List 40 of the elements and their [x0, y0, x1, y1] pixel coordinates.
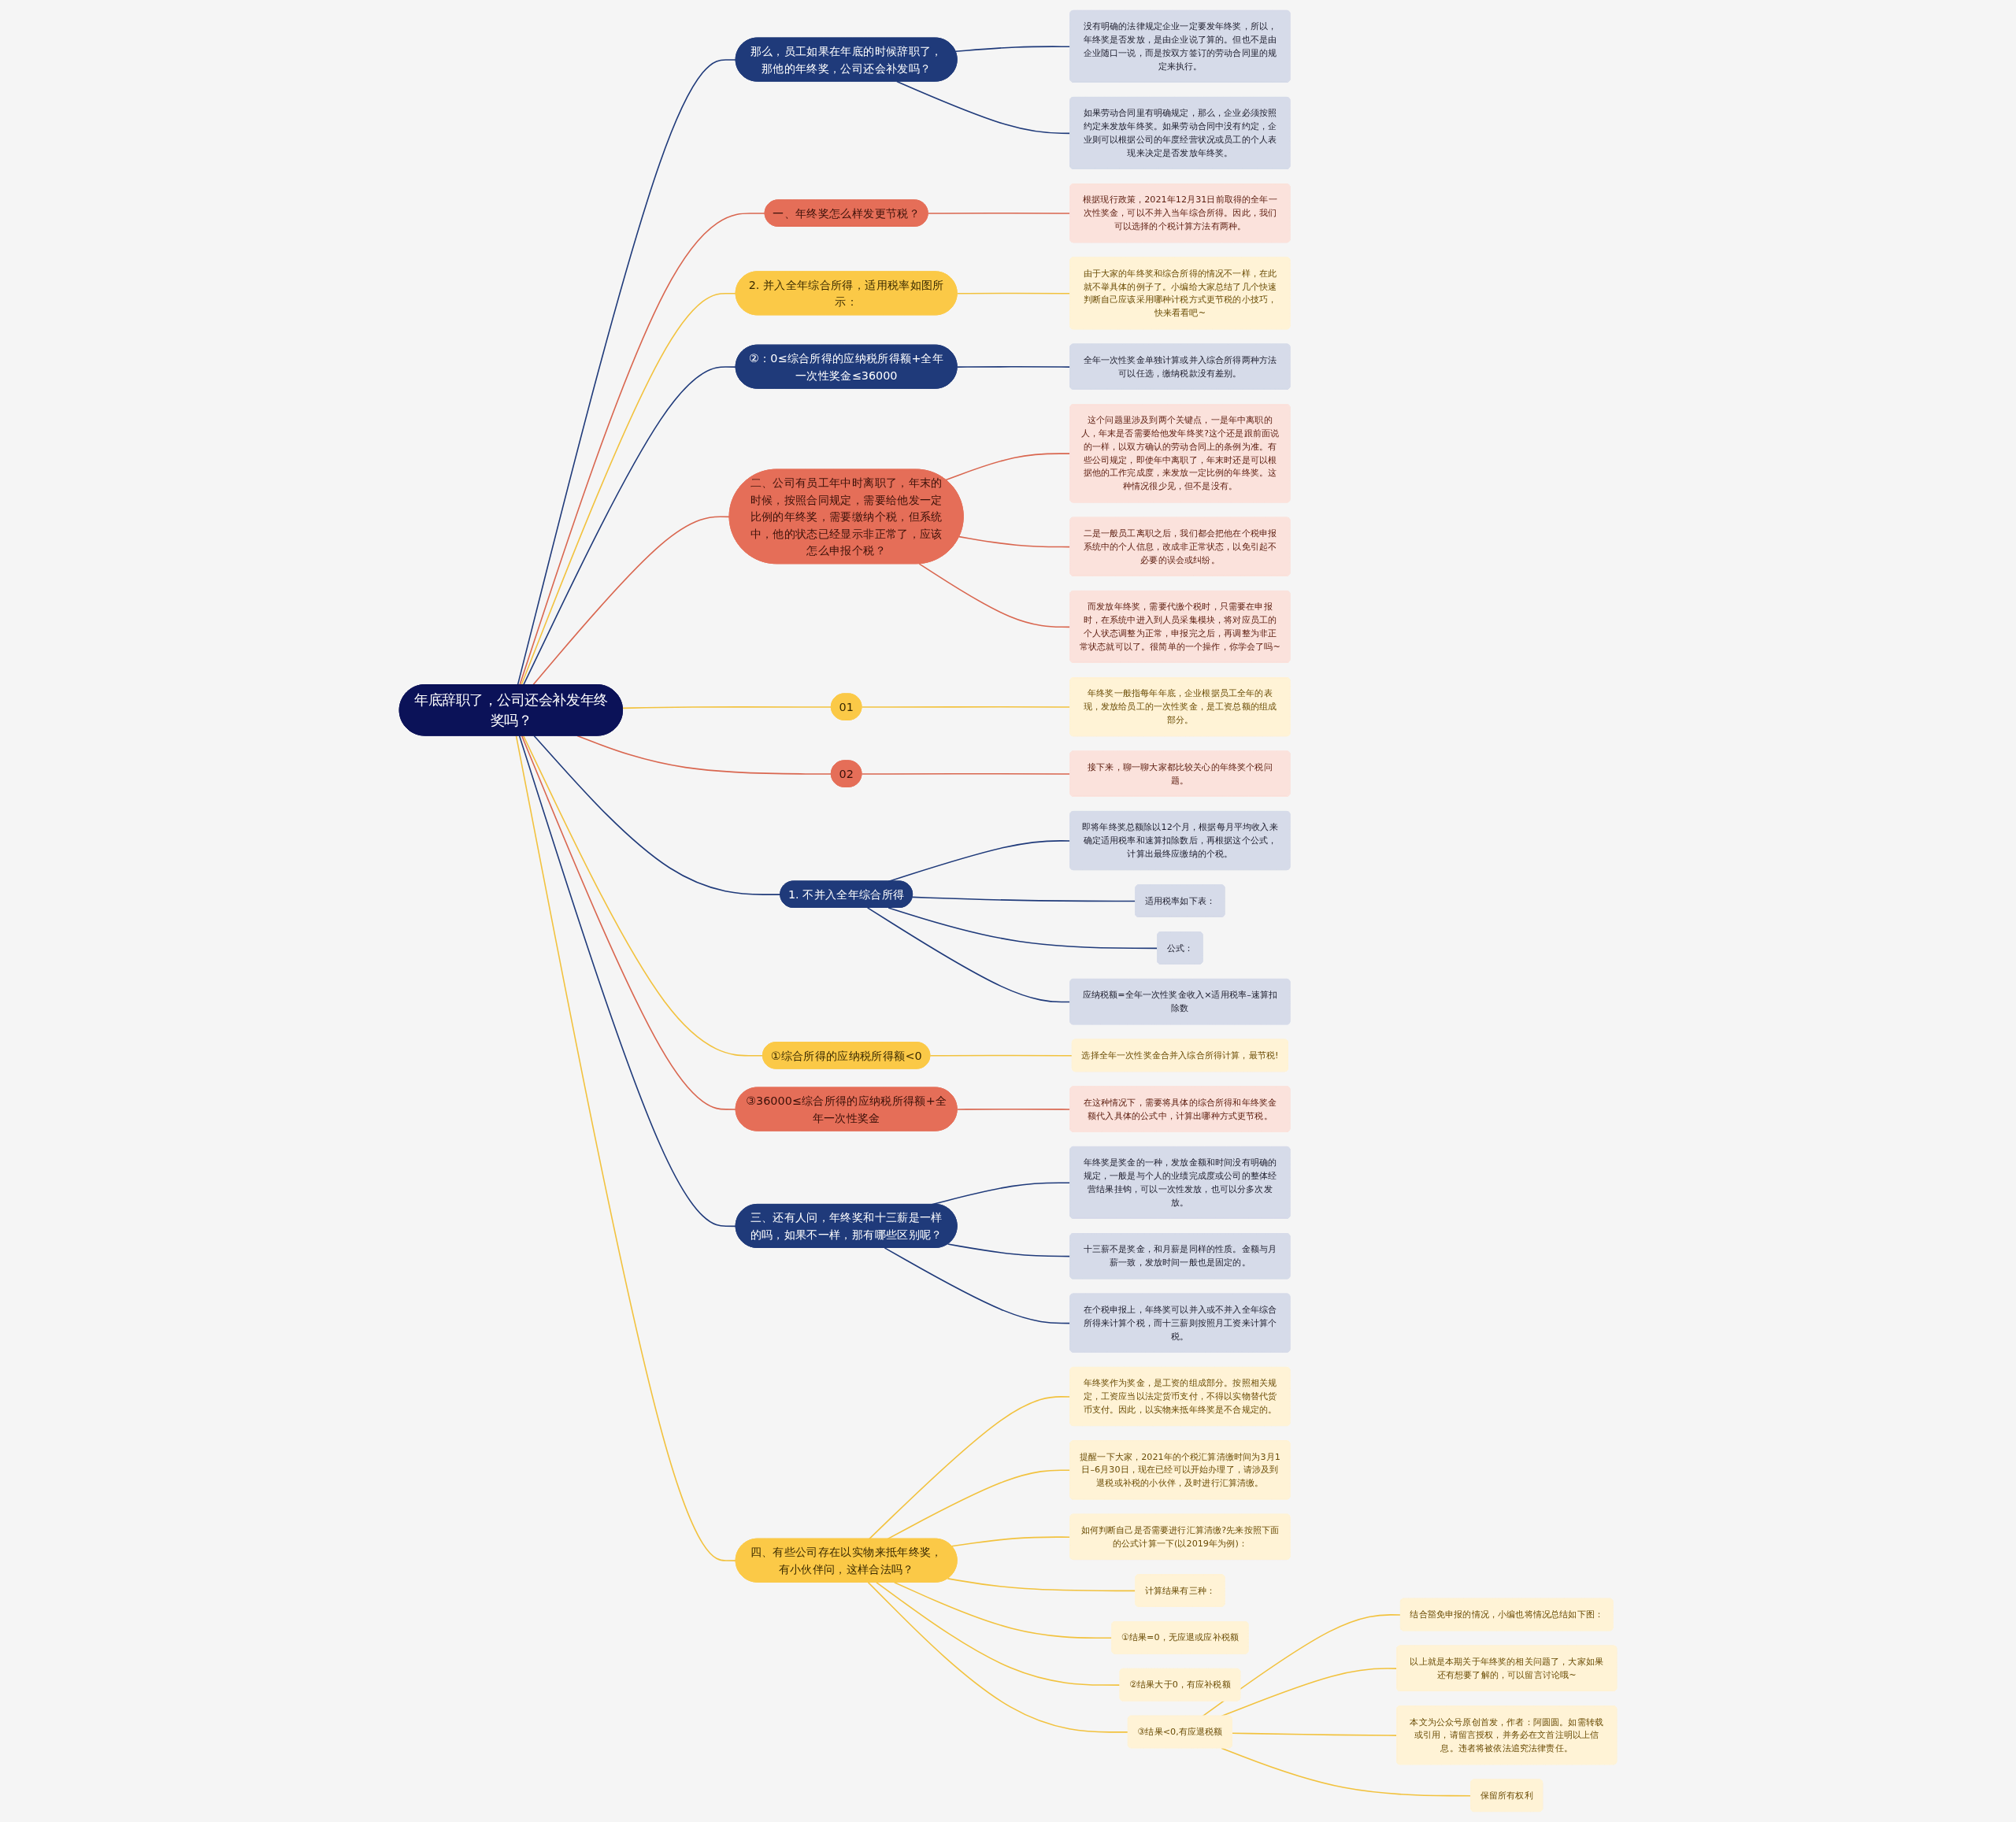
connector: [884, 1247, 1071, 1324]
connector: [519, 213, 766, 686]
connector: [887, 1469, 1071, 1540]
connector: [954, 46, 1071, 53]
connector: [622, 706, 832, 709]
connector: [918, 563, 1071, 628]
connector: [956, 1108, 1071, 1110]
connector: [911, 896, 1136, 902]
connector: [517, 59, 737, 686]
connector: [896, 80, 1071, 135]
connector: [518, 735, 737, 1228]
connector: [861, 706, 1071, 708]
connector: [515, 735, 737, 1561]
connector: [893, 1581, 1113, 1639]
connector: [958, 535, 1071, 548]
connector: [533, 735, 781, 895]
connector: [929, 1054, 1073, 1057]
connector: [947, 1243, 1071, 1257]
connector: [866, 907, 1071, 1003]
connector: [532, 516, 731, 686]
connector: [927, 212, 1071, 214]
connector: [861, 772, 1071, 775]
connector: [521, 292, 737, 686]
connector: [868, 1396, 1071, 1540]
connector: [1221, 1668, 1398, 1717]
connector: [1232, 1732, 1398, 1736]
connector: [947, 1578, 1136, 1592]
connector: [522, 735, 764, 1057]
connector: [956, 366, 1071, 368]
connector: [576, 735, 832, 775]
connector: [1221, 1747, 1472, 1797]
connector: [945, 453, 1071, 481]
connector: [521, 735, 737, 1110]
connector: [1202, 1614, 1402, 1717]
connector: [956, 292, 1071, 294]
connector: [867, 1581, 1129, 1733]
connector: [951, 1536, 1071, 1547]
connector: [888, 907, 1158, 950]
connector: [522, 366, 737, 686]
connector: [875, 1581, 1121, 1686]
